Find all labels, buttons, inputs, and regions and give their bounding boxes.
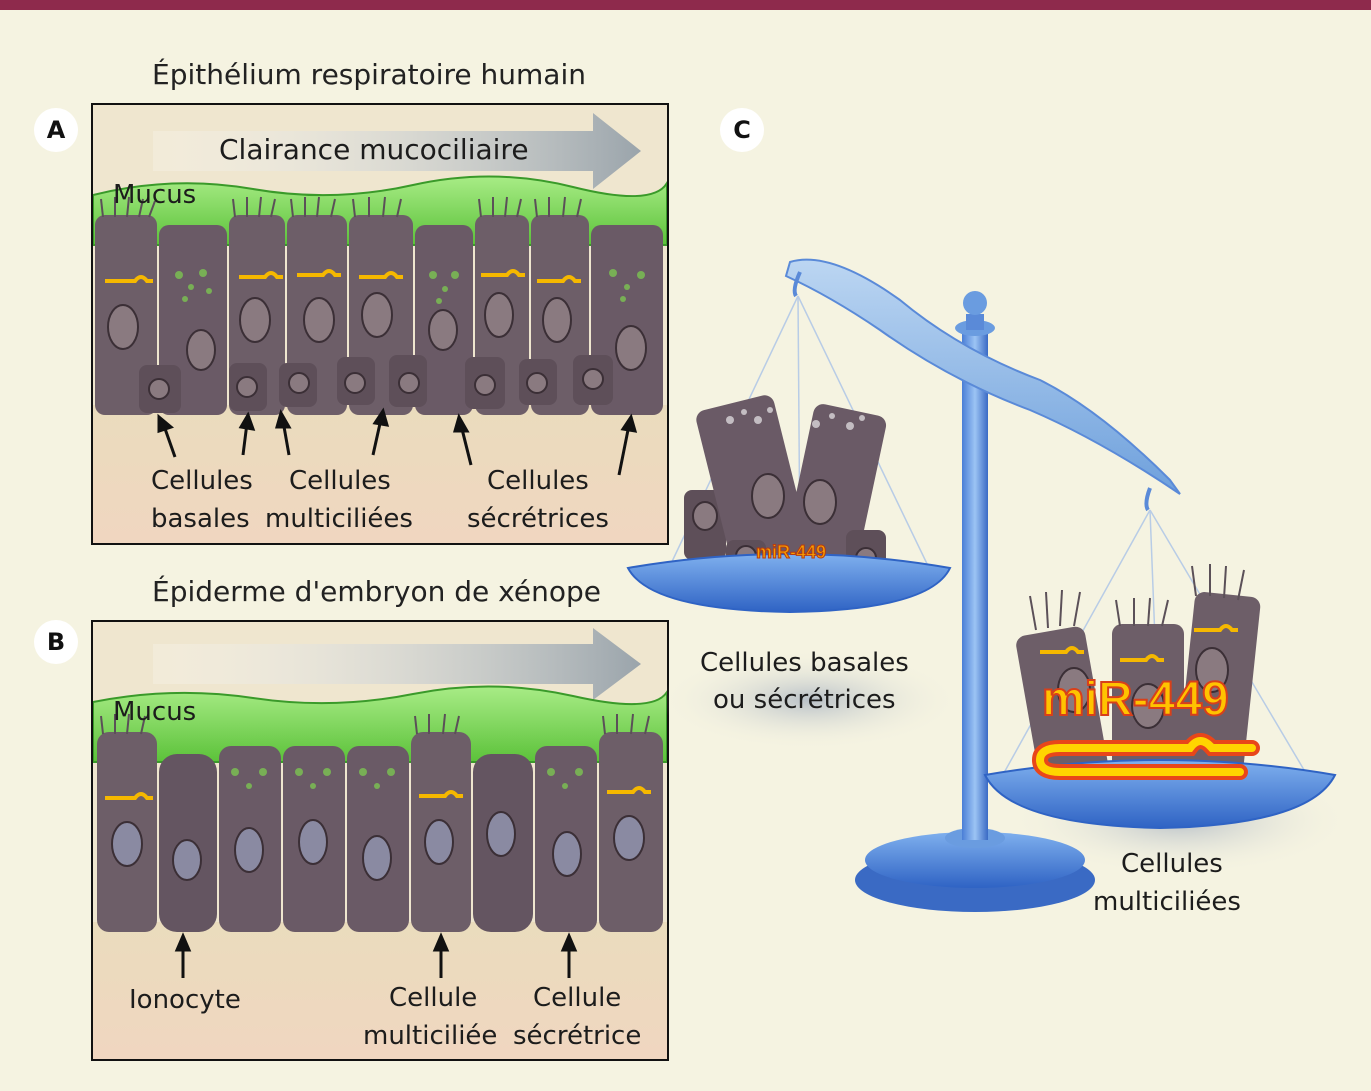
epithelium-b [97,732,663,932]
multiciliated-cells-label-line2: multiciliées [265,504,413,534]
mirna-hairpins-b [105,786,651,800]
mucus-label-a: Mucus [113,180,197,210]
mucus-layer-b [93,685,667,763]
panel-c-letter: C [720,108,764,152]
panel-b-illustration [93,628,667,1059]
left-pan-mirna-label: miR-449 [755,542,827,563]
balance-finial [963,291,987,315]
multiciliated-cells-label-line1: Cellules [289,466,391,496]
panel-b: Mucus Ionocyte Cellule multiciliée Cellu… [91,620,669,1061]
balance-post [962,330,988,840]
mucociliary-clearance-arrow [153,113,641,189]
panel-b-title: Épiderme d'embryon de xénope [152,575,601,608]
cilia-b [100,713,650,735]
basal-cells-label-line1: Cellules [151,466,253,496]
top-bar [0,0,1371,10]
secretory-cells-label-line1: Cellules [487,466,589,496]
secretory-cell-label-line1: Cellule [533,983,622,1013]
secretory-cells-label-line2: sécrétrices [467,504,609,534]
right-pan-label-line1: Cellules [1121,849,1223,879]
panel-b-letter: B [34,620,78,664]
panel-a-illustration [93,113,667,543]
basal-cells-label-line2: basales [151,504,250,534]
multiciliated-cell-label-line1: Cellule [389,983,478,1013]
panel-a-title: Épithélium respiratoire humain [152,58,586,91]
left-pan-label-line2: ou sécrétrices [713,685,896,715]
label-arrows-b [174,932,578,978]
left-pan-cells [684,395,887,595]
cilia-a [100,196,582,218]
secretory-cell-label-line2: sécrétrice [513,1021,642,1051]
left-pan-label-line1: Cellules basales [700,648,909,678]
panel-a-letter: A [34,108,78,152]
clearance-arrow-b [153,628,641,700]
panel-a: Clairance mucociliaire Mucus Cellules ba… [91,103,669,545]
secretory-granules-b [231,768,583,789]
mirna-hairpins-a [105,269,581,283]
right-pan-mirna-label: miR-449 [1041,672,1230,727]
label-arrows-a [157,407,638,476]
right-pan-label-line2: multiciliées [1093,887,1241,917]
left-pan [626,553,952,614]
mucus-label-b: Mucus [113,697,197,727]
left-pan-shadow [660,650,960,750]
secretory-granules-a [175,269,645,304]
ionocyte-label: Ionocyte [129,985,241,1015]
multiciliated-cell-label-line2: multiciliée [363,1021,498,1051]
balance-beam [784,258,1181,495]
clearance-arrow-label: Clairance mucociliaire [219,133,529,166]
